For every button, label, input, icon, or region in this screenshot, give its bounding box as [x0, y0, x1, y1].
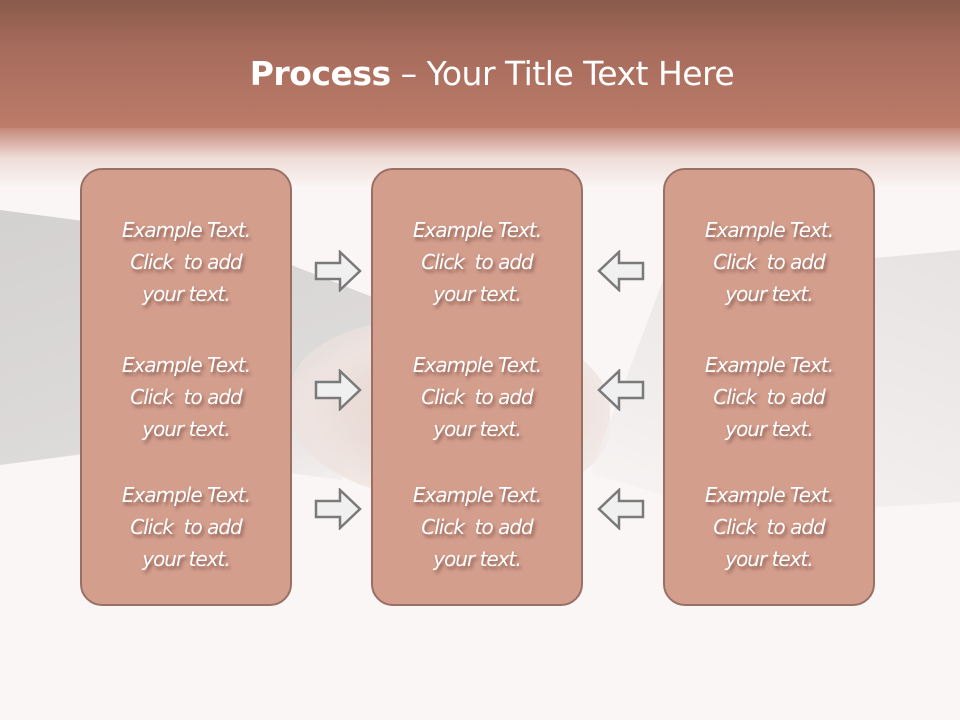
text-line: Click to add	[130, 250, 242, 274]
text-item[interactable]: Example Text. Click to add your text.	[665, 349, 873, 445]
arrow-right-icon	[314, 488, 362, 530]
text-line: Click to add	[421, 250, 533, 274]
text-line: Example Text.	[412, 353, 542, 377]
arrow-left-icon	[597, 488, 645, 530]
title-bold: Process	[249, 54, 391, 93]
text-item[interactable]: Example Text. Click to add your text.	[373, 349, 581, 445]
text-line: your text.	[142, 417, 231, 441]
text-line: Example Text.	[412, 483, 542, 507]
text-item[interactable]: Example Text. Click to add your text.	[665, 479, 873, 575]
text-line: Example Text.	[412, 218, 542, 242]
process-box-right[interactable]: Example Text. Click to add your text. Ex…	[663, 168, 875, 606]
text-line: Click to add	[421, 385, 533, 409]
text-line: Example Text.	[704, 353, 834, 377]
text-line: Click to add	[713, 385, 825, 409]
slide-title[interactable]: Process – Your Title Text Here	[0, 52, 960, 96]
text-line: your text.	[725, 547, 814, 571]
text-line: your text.	[725, 417, 814, 441]
text-line: Click to add	[713, 515, 825, 539]
text-line: Click to add	[713, 250, 825, 274]
text-line: Example Text.	[121, 483, 251, 507]
text-item[interactable]: Example Text. Click to add your text.	[373, 214, 581, 310]
text-item[interactable]: Example Text. Click to add your text.	[373, 479, 581, 575]
process-box-center[interactable]: Example Text. Click to add your text. Ex…	[371, 168, 583, 606]
text-item[interactable]: Example Text. Click to add your text.	[82, 479, 290, 575]
text-line: your text.	[433, 547, 522, 571]
text-line: Example Text.	[121, 353, 251, 377]
text-line: Example Text.	[704, 483, 834, 507]
text-item[interactable]: Example Text. Click to add your text.	[82, 214, 290, 310]
text-line: Example Text.	[121, 218, 251, 242]
title-rest: – Your Title Text Here	[390, 54, 735, 93]
text-item[interactable]: Example Text. Click to add your text.	[82, 349, 290, 445]
text-line: Click to add	[130, 385, 242, 409]
text-line: your text.	[725, 282, 814, 306]
text-line: Example Text.	[704, 218, 834, 242]
text-line: your text.	[433, 282, 522, 306]
arrow-right-icon	[314, 369, 362, 411]
text-line: your text.	[142, 282, 231, 306]
text-item[interactable]: Example Text. Click to add your text.	[665, 214, 873, 310]
text-line: your text.	[433, 417, 522, 441]
process-box-left[interactable]: Example Text. Click to add your text. Ex…	[80, 168, 292, 606]
title-banner	[0, 0, 960, 128]
arrow-right-icon	[314, 250, 362, 292]
arrow-left-icon	[597, 369, 645, 411]
text-line: Click to add	[421, 515, 533, 539]
text-line: Click to add	[130, 515, 242, 539]
arrow-left-icon	[597, 250, 645, 292]
text-line: your text.	[142, 547, 231, 571]
